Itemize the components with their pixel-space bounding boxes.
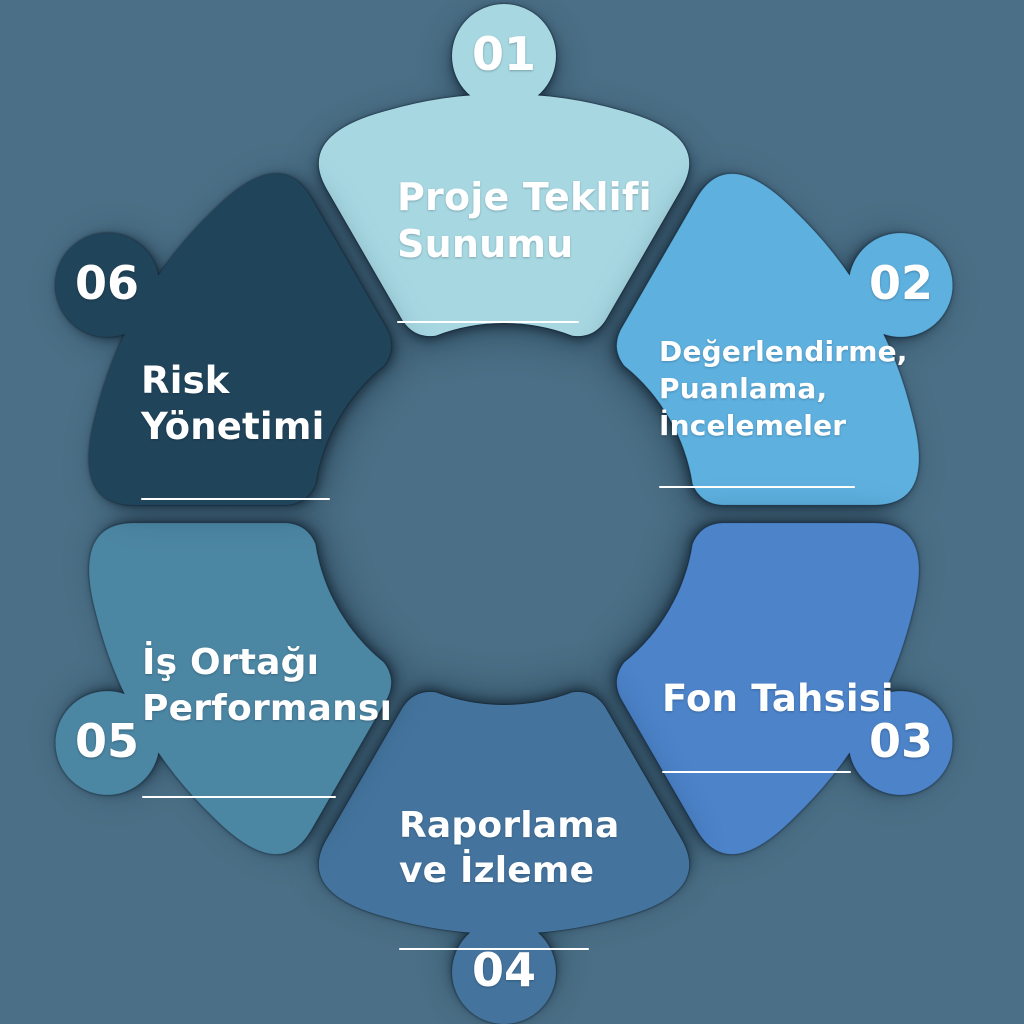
petal-04-knob (452, 920, 556, 1024)
petal-06-underline (141, 498, 330, 500)
petal-02-number-badge: 02 (868, 255, 934, 310)
petal-06-knob (55, 233, 160, 337)
petal-06-title: Risk Yönetimi (141, 359, 325, 448)
petal-02-underline (659, 486, 855, 488)
petal-01-knob (452, 4, 556, 108)
petal-05-underline (142, 796, 336, 798)
petal-03-underline (662, 771, 851, 773)
petal-06-label: Risk Yönetimi (141, 312, 330, 546)
petal-03-number-badge: 03 (868, 713, 934, 768)
petal-04-underline (399, 948, 589, 950)
petal-06-shape (55, 173, 392, 506)
petal-03-knob (848, 691, 953, 795)
petal-04-title: Raporlama ve İzleme (399, 805, 620, 891)
petal-02-title: Değerlendirme, Puanlama, İncelemeler (659, 335, 908, 442)
petal-04-number-badge: 04 (471, 942, 537, 997)
petal-03-title: Fon Tahsisi (662, 677, 894, 720)
petal-05-label: İş Ortağı Performansı (142, 594, 392, 844)
petal-01-shape (318, 4, 690, 337)
petal-01-label: Proje Teklifi Sunumu (397, 127, 652, 370)
petal-04-shape (318, 691, 690, 1024)
petal-01-underline (397, 321, 579, 323)
petal-02-label: Değerlendirme, Puanlama, İncelemeler (659, 296, 908, 525)
petal-05-shape (55, 522, 392, 855)
petal-02-shape (616, 173, 953, 506)
petal-05-title: İş Ortağı Performansı (142, 642, 393, 729)
petal-03-label: Fon Tahsisi (662, 633, 894, 817)
petal-01-title: Proje Teklifi Sunumu (397, 175, 652, 266)
petal-04-label: Raporlama ve İzleme (399, 758, 620, 995)
petal-02-knob (848, 233, 953, 337)
petal-05-number-badge: 05 (74, 713, 140, 768)
petal-06-number-badge: 06 (74, 255, 140, 310)
petal-01-number-badge: 01 (471, 26, 537, 81)
petal-05-knob (55, 691, 160, 795)
